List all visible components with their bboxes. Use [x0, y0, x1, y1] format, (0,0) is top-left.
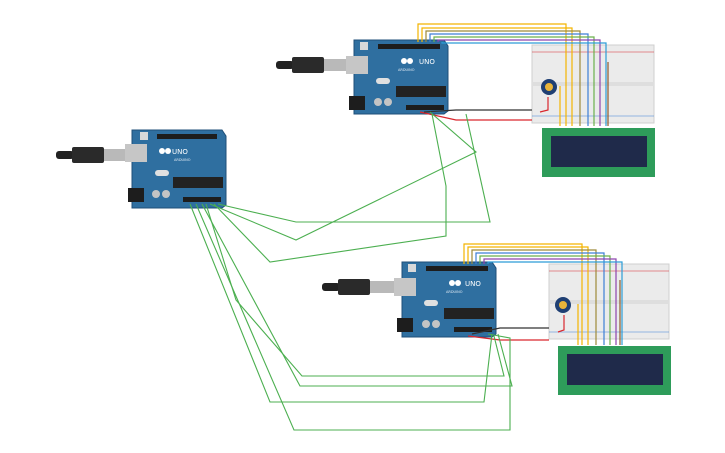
- infinity-logo-icon: [159, 148, 165, 154]
- usb-port: [394, 278, 416, 296]
- digital-header: [426, 266, 488, 271]
- capacitor: [374, 98, 382, 106]
- lcd-screen: [551, 136, 647, 167]
- board-logo: UNO: [172, 148, 188, 156]
- usb-port: [125, 144, 147, 162]
- capacitor: [384, 98, 392, 106]
- arduino-board-2[interactable]: UNO ARDUINO: [346, 39, 449, 115]
- power-header: [406, 105, 444, 110]
- board-brand: ARDUINO: [446, 290, 463, 294]
- infinity-logo-icon: [401, 58, 407, 64]
- digital-header: [378, 44, 440, 49]
- board-brand: ARDUINO: [174, 158, 191, 162]
- power-jack: [349, 96, 365, 110]
- infinity-logo-icon: [449, 280, 455, 286]
- arduino-board-1[interactable]: UNO ARDUINO: [125, 129, 227, 209]
- interconnect-wires[interactable]: [189, 111, 513, 431]
- power-jack: [397, 318, 413, 332]
- lcd-screen: [567, 354, 663, 385]
- digital-header: [157, 134, 217, 139]
- arduino-board-3[interactable]: UNO ARDUINO: [394, 261, 497, 338]
- bus-wires-1[interactable]: [417, 23, 609, 126]
- microcontroller-chip: [396, 86, 446, 97]
- infinity-logo-icon: [165, 148, 171, 154]
- power-jack: [128, 188, 144, 202]
- potentiometer-1[interactable]: [541, 79, 557, 95]
- crystal: [424, 300, 438, 306]
- crystal: [376, 78, 390, 84]
- crystal: [155, 170, 169, 176]
- power-header: [454, 327, 492, 332]
- board-logo: UNO: [419, 58, 435, 66]
- infinity-logo-icon: [455, 280, 461, 286]
- capacitor: [162, 190, 170, 198]
- lcd-display-2[interactable]: [558, 346, 671, 395]
- usb-port: [346, 56, 368, 74]
- reset-button[interactable]: [408, 264, 416, 272]
- lcd-display-1[interactable]: [542, 128, 655, 177]
- microcontroller-chip: [173, 177, 223, 188]
- capacitor: [432, 320, 440, 328]
- board-logo: UNO: [465, 280, 481, 288]
- usb-cable-3[interactable]: [322, 279, 394, 295]
- power-header: [183, 197, 221, 202]
- reset-button[interactable]: [140, 132, 148, 140]
- usb-cable-1[interactable]: [56, 147, 126, 163]
- infinity-logo-icon: [407, 58, 413, 64]
- board-brand: ARDUINO: [398, 68, 415, 72]
- capacitor: [422, 320, 430, 328]
- capacitor: [152, 190, 160, 198]
- usb-cable-2[interactable]: [276, 57, 348, 73]
- bus-wires-2[interactable]: [463, 243, 623, 345]
- reset-button[interactable]: [360, 42, 368, 50]
- microcontroller-chip: [444, 308, 494, 319]
- potentiometer-2[interactable]: [555, 297, 571, 313]
